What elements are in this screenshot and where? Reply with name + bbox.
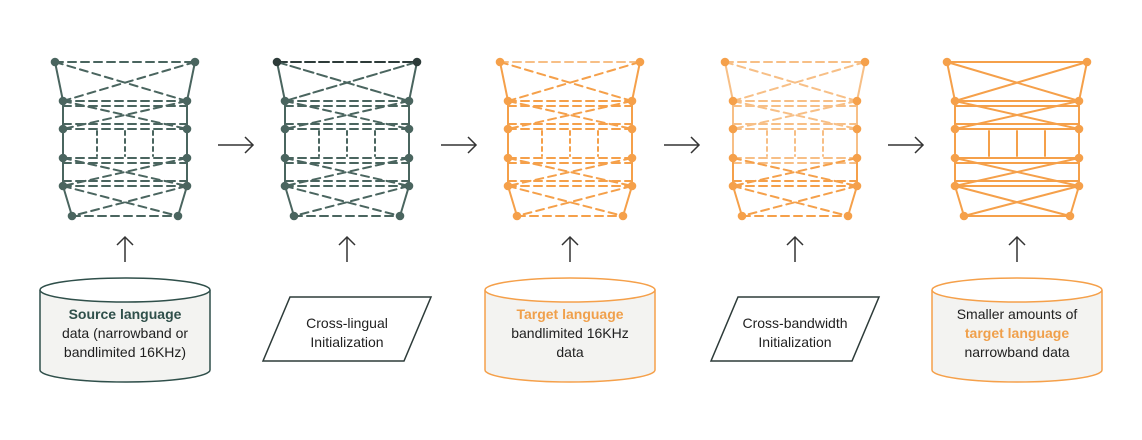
up-arrow-3 [561,235,579,262]
neural-network-3 [495,57,645,221]
cylinder-5 [931,277,1103,383]
right-arrow-3 [664,136,701,154]
neural-network-1 [50,57,200,221]
stage-label-line: bandlimited 16KHz [511,324,629,341]
parallelogram-4 [709,296,881,362]
stage-label-line: data [556,343,584,360]
up-arrow-5 [1008,235,1026,262]
stage-label-line: data (narrowband or [61,324,189,341]
stage-label-line: Cross-lingual [306,315,388,331]
cylinder-1 [39,277,211,383]
stage-label-line: Source language [68,305,182,322]
right-arrow-4 [888,136,925,154]
neural-network-5 [942,57,1092,221]
right-arrow-1 [218,136,255,154]
cylinder-3 [484,277,656,383]
stage-label-line: Initialization [758,334,832,350]
stage-label-line: narrowband data [964,343,1070,360]
stage-label-line: Smaller amounts of [956,305,1078,322]
stage-label-1: Source language data (narrowband or bandli… [40,300,210,366]
up-arrow-2 [338,235,356,262]
neural-network-2 [272,57,422,221]
parallelogram-2 [261,296,433,362]
stage-label-line: Initialization [310,334,384,350]
stage-label-line: Cross-bandwidth [742,315,848,331]
right-arrow-2 [441,136,478,154]
stage-label-5: Smaller amounts of target language narrowb… [932,300,1102,366]
stage-label-line: bandlimited 16KHz) [63,343,187,360]
up-arrow-1 [116,235,134,262]
stage-label-3: Target language bandlimited 16KHz data [485,300,655,366]
neural-network-4 [720,57,870,221]
stage-label-line: Target language [516,305,624,322]
up-arrow-4 [786,235,804,262]
stage-label-line: target language [964,324,1070,341]
